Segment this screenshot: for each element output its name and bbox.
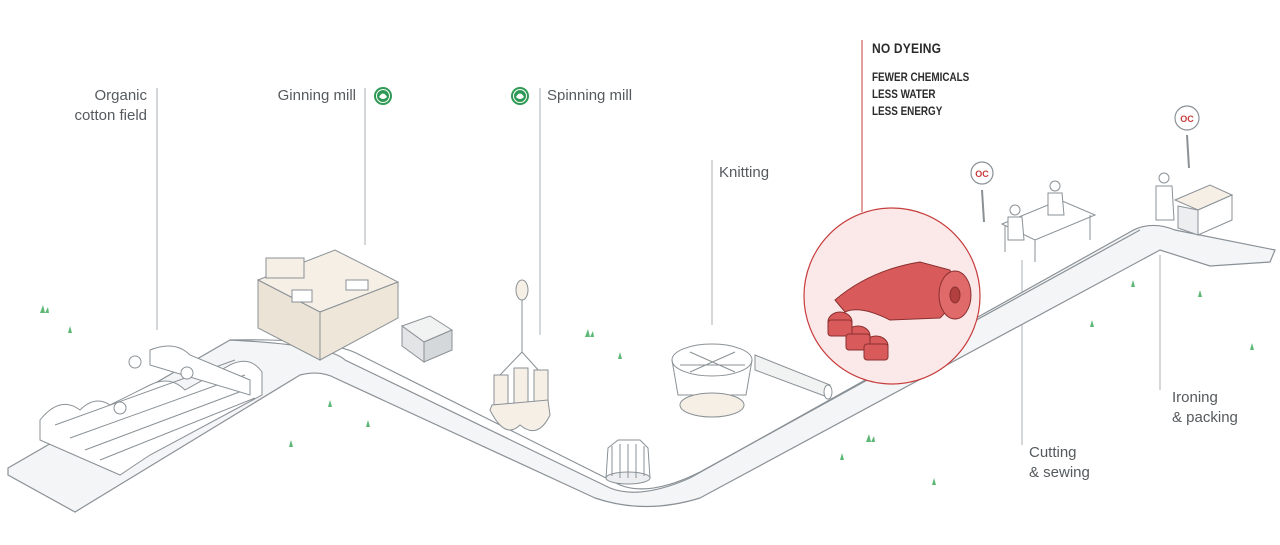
plant-tuft [585, 329, 594, 337]
label-cutting-sewing-line1: Cutting [1029, 444, 1077, 461]
cutting-sewing-illustration [1000, 180, 1097, 262]
label-knitting: Knitting [719, 164, 770, 181]
plant-tuft [1198, 290, 1202, 297]
plant-tuft [366, 420, 370, 427]
cotton-field-illustration [39, 345, 263, 476]
plant-tuft [1131, 280, 1135, 287]
plant-tuft [866, 434, 875, 442]
oc-sign-text: OC [1180, 114, 1194, 124]
ironing-packing-illustration [1155, 172, 1234, 236]
grass-tufts [40, 280, 1254, 485]
plant-tuft [840, 453, 844, 460]
yarn-spool-illustration [605, 439, 651, 485]
label-cutting-sewing-line2: & sewing [1029, 464, 1090, 481]
plant-tuft [1090, 320, 1094, 327]
benefit-item: LESS ENERGY [872, 106, 943, 118]
leader-lines [156, 88, 1161, 445]
ginning-mill-illustration [256, 249, 400, 361]
benefit-item: LESS WATER [872, 89, 936, 101]
label-cutting-sewing: Cutting & sewing [1029, 443, 1090, 483]
spinning-mill-illustration [489, 279, 551, 432]
knitting-machine-illustration [671, 343, 833, 418]
label-ironing-packing: Ironing & packing [1172, 388, 1238, 428]
label-ironing-packing-line2: & packing [1172, 409, 1238, 426]
cotton-bale-illustration [400, 315, 454, 363]
no-dyeing-benefits: FEWER CHEMICALS LESS WATER LESS ENERGY [872, 70, 969, 121]
oc-sign-1: OC [970, 161, 994, 223]
label-ironing-packing-line1: Ironing [1172, 389, 1218, 406]
label-cotton-field-line2: cotton field [74, 107, 147, 124]
fabric-rollers-illustration [827, 261, 972, 361]
label-cotton-field: Organic cotton field [47, 86, 147, 126]
oc-sign-2: OC [1174, 105, 1200, 169]
no-dyeing-title: NO DYEING [872, 40, 942, 56]
plant-tuft [932, 478, 936, 485]
plant-tuft [618, 352, 622, 359]
certified-organic-icon [374, 87, 392, 105]
plant-tuft [328, 400, 332, 407]
label-spinning-mill: Spinning mill [547, 87, 633, 104]
label-cotton-field-line1: Organic [94, 87, 147, 104]
plant-tuft [68, 326, 72, 333]
plant-tuft [289, 440, 293, 447]
label-ginning-mill: Ginning mill [277, 87, 356, 104]
benefit-item: FEWER CHEMICALS [872, 72, 970, 84]
plant-tuft [1250, 343, 1254, 350]
certified-organic-icon [511, 87, 529, 105]
plant-tuft [40, 305, 49, 313]
oc-sign-text: OC [975, 169, 989, 179]
